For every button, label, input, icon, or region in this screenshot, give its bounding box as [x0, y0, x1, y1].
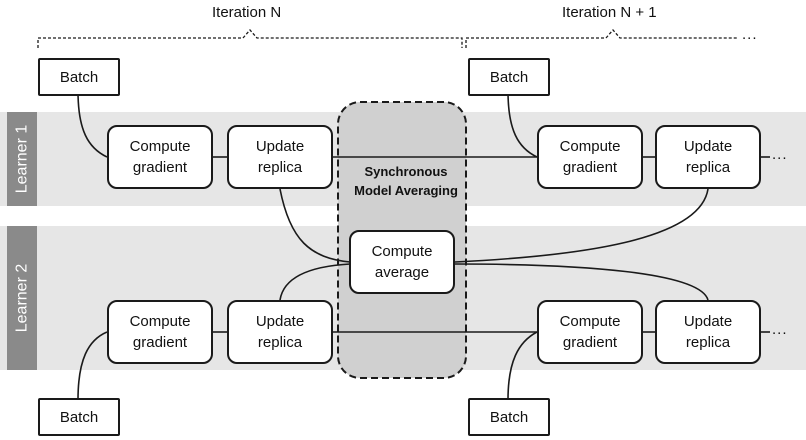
compute-gradient-l1-iter-n: Compute gradient: [107, 125, 213, 189]
learner-1-tab: Learner 1: [7, 112, 37, 206]
iteration-continuation-dots: ...: [742, 26, 758, 43]
step-label-line2: gradient: [562, 159, 618, 176]
compute-average-box: Compute average: [349, 230, 455, 294]
batch-box-l2-iter-n: Batch: [38, 398, 120, 436]
step-label-line1: Update: [255, 138, 305, 155]
batch-box-l1-iter-n1: Batch: [468, 58, 550, 96]
sync-title-line1: Synchronous: [364, 164, 448, 179]
compute-gradient-l1-iter-n1: Compute gradient: [537, 125, 643, 189]
learner-2-label: Learner 2: [13, 263, 30, 333]
edge-batch-l1-gradient: [77, 90, 108, 158]
edge-l2-replica-average: [279, 263, 351, 301]
iteration-n1-label: Iteration N + 1: [562, 4, 657, 21]
learner-1-label: Learner 1: [13, 124, 30, 194]
batch-label: Batch: [489, 408, 529, 426]
edge-l1-replica-average: [279, 188, 351, 263]
compute-gradient-l2-iter-n1: Compute gradient: [537, 300, 643, 364]
update-replica-l1-iter-n: Update replica: [227, 125, 333, 189]
batch-box-l2-iter-n1: Batch: [468, 398, 550, 436]
step-label-line2: gradient: [562, 334, 618, 351]
step-label-line2: replica: [257, 334, 303, 351]
step-label-line1: Compute: [559, 313, 621, 330]
iteration-n-label: Iteration N: [212, 4, 282, 21]
edge-average-l1-next-replica: [454, 188, 709, 263]
learner-2-tab: Learner 2: [7, 226, 37, 370]
learner-2-continuation-dots: ...: [772, 321, 788, 338]
update-replica-l2-iter-n: Update replica: [227, 300, 333, 364]
compute-gradient-l2-iter-n: Compute gradient: [107, 300, 213, 364]
step-label-line2: replica: [685, 334, 731, 351]
step-label-line1: Compute: [129, 313, 191, 330]
batch-label: Batch: [59, 408, 99, 426]
step-label-line1: Update: [683, 138, 733, 155]
update-replica-l1-iter-n1: Update replica: [655, 125, 761, 189]
step-label-line1: Compute: [559, 138, 621, 155]
step-label-line1: Update: [255, 313, 305, 330]
step-label-line2: gradient: [132, 159, 188, 176]
step-label-line1: Compute: [371, 243, 433, 260]
edge-average-l2-next-replica: [454, 263, 709, 301]
step-label-line2: average: [374, 264, 430, 281]
step-label-line1: Compute: [129, 138, 191, 155]
learner-1-continuation-dots: ...: [772, 146, 788, 163]
update-replica-l2-iter-n1: Update replica: [655, 300, 761, 364]
step-label-line2: replica: [257, 159, 303, 176]
iteration-n1-brace: [465, 29, 738, 48]
edge-batch-l2-gradient-next: [507, 331, 538, 401]
batch-label: Batch: [489, 68, 529, 86]
edge-batch-l2-gradient: [77, 331, 108, 401]
iteration-n-brace: [37, 29, 463, 48]
step-label-line2: replica: [685, 159, 731, 176]
batch-label: Batch: [59, 68, 99, 86]
sync-title-line2: Model Averaging: [354, 183, 458, 198]
step-label-line1: Update: [683, 313, 733, 330]
batch-box-l1-iter-n: Batch: [38, 58, 120, 96]
connectors: [77, 90, 770, 401]
sync-region-title: Synchronous Model Averaging: [338, 162, 474, 200]
step-label-line2: gradient: [132, 334, 188, 351]
edge-batch-l1-gradient-next: [507, 90, 538, 158]
